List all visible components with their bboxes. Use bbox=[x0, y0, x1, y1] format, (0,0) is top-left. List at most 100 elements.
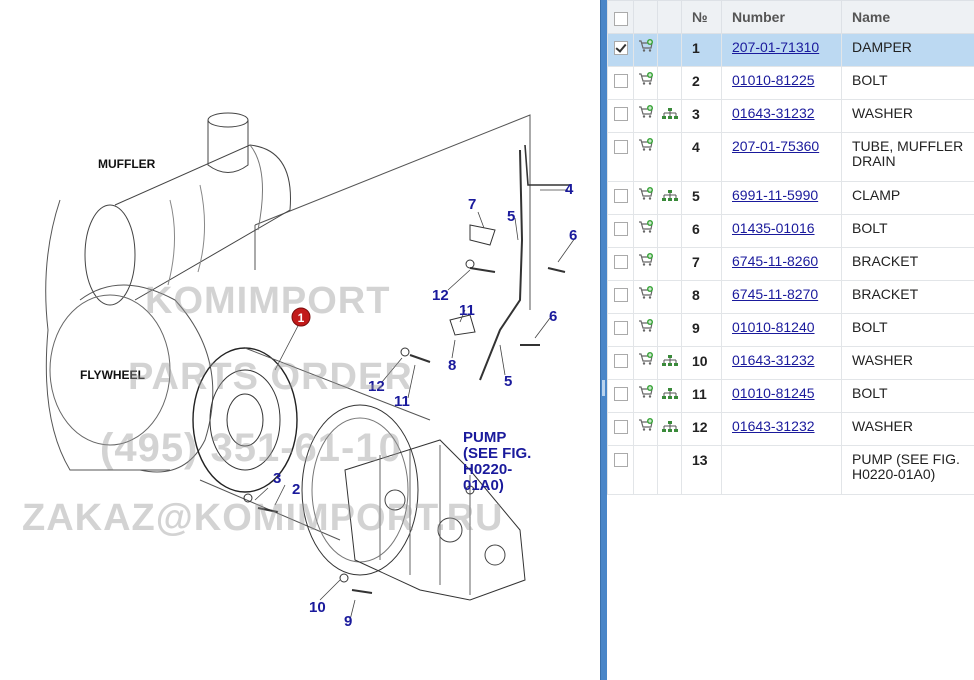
analogs-tree-icon[interactable] bbox=[661, 354, 678, 370]
add-to-cart-cell[interactable] bbox=[633, 379, 658, 413]
callout-8[interactable]: 8 bbox=[448, 357, 457, 374]
part-number-link[interactable]: 01643-31232 bbox=[732, 352, 815, 368]
row-checkbox[interactable] bbox=[613, 255, 628, 269]
callout-2[interactable]: 2 bbox=[292, 481, 301, 498]
row-checkbox[interactable] bbox=[613, 354, 628, 368]
analogs-cell[interactable] bbox=[657, 346, 682, 380]
part-number-link[interactable]: 6745-11-8260 bbox=[732, 253, 819, 269]
analogs-cell[interactable] bbox=[657, 181, 682, 215]
row-select-cell[interactable] bbox=[607, 33, 634, 67]
add-to-cart-cell[interactable] bbox=[633, 247, 658, 281]
row-select-cell[interactable] bbox=[607, 66, 634, 100]
part-number-link[interactable]: 01010-81225 bbox=[732, 72, 815, 88]
add-to-cart-cell[interactable] bbox=[633, 99, 658, 133]
column-header-name[interactable]: Name bbox=[841, 0, 974, 34]
callout-5-upper[interactable]: 5 bbox=[507, 208, 516, 225]
selected-part-marker[interactable] bbox=[291, 307, 311, 327]
column-header-number[interactable]: Number bbox=[721, 0, 842, 34]
row-checkbox[interactable] bbox=[613, 288, 628, 302]
add-to-cart-icon[interactable] bbox=[638, 138, 654, 155]
row-select-cell[interactable] bbox=[607, 132, 634, 182]
part-number-link[interactable]: 01435-01016 bbox=[732, 220, 815, 236]
row-checkbox[interactable] bbox=[613, 453, 628, 467]
callout-7[interactable]: 7 bbox=[468, 196, 477, 213]
callout-11-lower[interactable]: 11 bbox=[394, 393, 410, 410]
add-to-cart-cell[interactable] bbox=[633, 346, 658, 380]
part-number-link[interactable]: 207-01-75360 bbox=[732, 138, 820, 154]
add-to-cart-cell[interactable] bbox=[633, 280, 658, 314]
add-to-cart-cell[interactable] bbox=[633, 214, 658, 248]
analogs-tree-icon[interactable] bbox=[661, 387, 678, 403]
select-all-header[interactable] bbox=[607, 0, 634, 34]
row-select-cell[interactable] bbox=[607, 247, 634, 281]
row-checkbox[interactable] bbox=[613, 74, 628, 88]
callout-12-upper[interactable]: 12 bbox=[432, 287, 449, 304]
row-checkbox[interactable] bbox=[613, 387, 628, 401]
analogs-cell[interactable] bbox=[657, 99, 682, 133]
analogs-tree-icon[interactable] bbox=[661, 189, 678, 205]
add-to-cart-icon[interactable] bbox=[638, 286, 654, 303]
row-select-cell[interactable] bbox=[607, 313, 634, 347]
row-select-cell[interactable] bbox=[607, 214, 634, 248]
callout-12-lower[interactable]: 12 bbox=[368, 378, 385, 395]
analogs-cell[interactable] bbox=[657, 412, 682, 446]
callout-11-upper[interactable]: 11 bbox=[459, 302, 475, 319]
callout-pump[interactable]: PUMP (SEE FIG. H0220-01A0) bbox=[463, 429, 532, 494]
add-to-cart-icon[interactable] bbox=[638, 39, 654, 56]
callout-4[interactable]: 4 bbox=[565, 181, 574, 198]
add-to-cart-cell[interactable] bbox=[633, 412, 658, 446]
analogs-tree-icon[interactable] bbox=[661, 420, 678, 436]
select-all-checkbox[interactable] bbox=[613, 12, 628, 26]
add-to-cart-cell[interactable] bbox=[633, 313, 658, 347]
row-select-cell[interactable] bbox=[607, 99, 634, 133]
row-checkbox[interactable] bbox=[613, 321, 628, 335]
add-to-cart-cell[interactable] bbox=[633, 33, 658, 67]
row-checkbox[interactable] bbox=[613, 140, 628, 154]
row-select-cell[interactable] bbox=[607, 379, 634, 413]
add-to-cart-cell[interactable] bbox=[633, 132, 658, 182]
add-to-cart-icon[interactable] bbox=[638, 385, 654, 402]
callout-5-lower[interactable]: 5 bbox=[504, 373, 513, 390]
row-select-cell[interactable] bbox=[607, 346, 634, 380]
callout-9[interactable]: 9 bbox=[344, 613, 353, 630]
row-checkbox[interactable] bbox=[613, 420, 628, 434]
add-to-cart-cell[interactable] bbox=[633, 66, 658, 100]
row-select-cell[interactable] bbox=[607, 445, 634, 495]
callout-6-lower[interactable]: 6 bbox=[549, 308, 558, 325]
part-number-link[interactable]: 01643-31232 bbox=[732, 105, 815, 121]
callout-6-upper[interactable]: 6 bbox=[569, 227, 578, 244]
part-number-link[interactable]: 01010-81240 bbox=[732, 319, 815, 335]
add-to-cart-icon[interactable] bbox=[638, 253, 654, 270]
add-to-cart-icon[interactable] bbox=[638, 352, 654, 369]
pane-splitter[interactable] bbox=[600, 0, 607, 680]
callout-3[interactable]: 3 bbox=[273, 470, 282, 487]
row-select-cell[interactable] bbox=[607, 280, 634, 314]
add-to-cart-icon[interactable] bbox=[638, 187, 654, 204]
part-number-link[interactable]: 01010-81245 bbox=[732, 385, 815, 401]
splitter-grip[interactable] bbox=[602, 380, 605, 396]
analogs-cell[interactable] bbox=[657, 379, 682, 413]
part-number-link[interactable]: 207-01-71310 bbox=[732, 39, 820, 55]
add-to-cart-icon[interactable] bbox=[638, 72, 654, 89]
add-to-cart-icon[interactable] bbox=[638, 105, 654, 122]
add-to-cart-icon[interactable] bbox=[638, 319, 654, 336]
row-select-cell[interactable] bbox=[607, 412, 634, 446]
add-to-cart-icon[interactable] bbox=[638, 220, 654, 237]
analogs-tree-icon[interactable] bbox=[661, 107, 678, 123]
column-header-no[interactable]: № bbox=[681, 0, 722, 34]
row-checkbox[interactable] bbox=[613, 107, 628, 121]
row-checkbox[interactable] bbox=[613, 189, 628, 203]
part-number-link[interactable]: 6991-11-5990 bbox=[732, 187, 819, 203]
